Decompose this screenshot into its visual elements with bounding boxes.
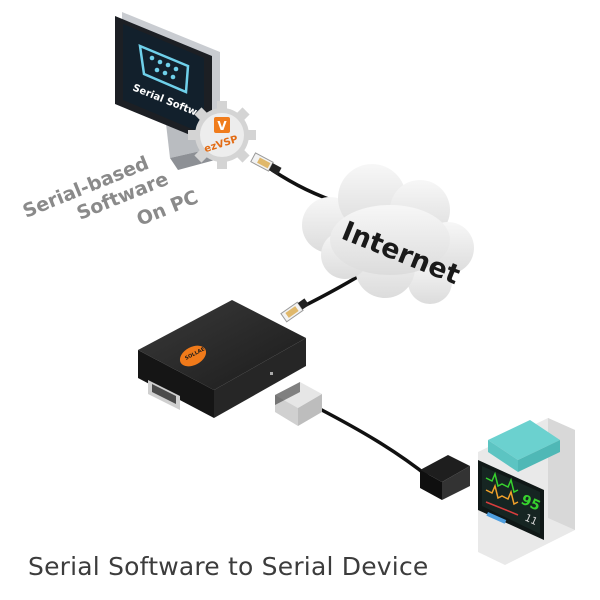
ezvsp-gear: V ezVSP	[188, 101, 256, 169]
status-led	[270, 372, 273, 375]
sollae-logo	[179, 345, 207, 367]
rj45-plug-pc	[250, 152, 282, 175]
waveform-red	[485, 501, 519, 516]
diagram-caption: Serial Software to Serial Device	[28, 552, 429, 581]
teal-top-panel	[488, 420, 560, 472]
rj45-plug-converter	[280, 298, 310, 323]
monitor-screen	[123, 24, 204, 134]
ezvsp-logo-letter: V	[217, 119, 227, 133]
vital-value-1: 95	[518, 492, 542, 515]
waveform-green	[485, 471, 519, 494]
db9-connector-converter	[275, 382, 322, 426]
device-status-bar	[486, 512, 507, 524]
serial-converter-device: SOLLAE	[138, 300, 306, 418]
waveform-orange	[485, 483, 519, 506]
patient-monitor-device: 95 11	[478, 418, 575, 565]
serial-cable-to-device	[317, 406, 432, 480]
converter-db9-port	[148, 380, 180, 410]
vital-value-2: 11	[523, 513, 539, 528]
internet-cloud: Internet	[302, 164, 474, 304]
serial-port-icon	[138, 44, 190, 94]
ezvsp-logo-badge	[214, 117, 230, 133]
db9-connector-device	[420, 455, 470, 500]
